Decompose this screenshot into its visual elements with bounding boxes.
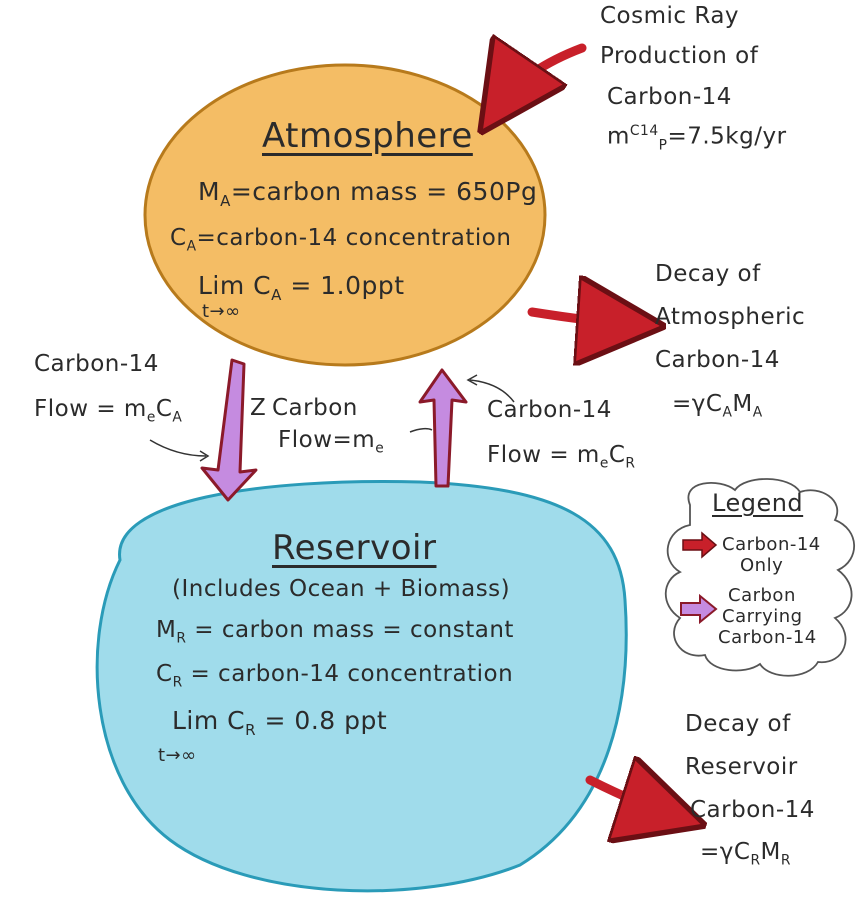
reservoir-concentration: CR = carbon-14 concentration	[156, 661, 514, 691]
res-decay-line3: Carbon-14	[690, 797, 815, 823]
reservoir-blob	[95, 480, 628, 893]
legend-cloud	[664, 478, 856, 677]
atmospheric-decay-arrow	[527, 312, 630, 324]
atm-decay-line2: Atmospheric	[655, 304, 806, 330]
up-carbon-flow-arrow	[418, 368, 468, 488]
reservoir-decay-arrow	[585, 780, 672, 815]
right-flow-pointer	[469, 379, 515, 403]
res-decay-line2: Reservoir	[685, 754, 798, 780]
res-decay-line1: Decay of	[685, 711, 791, 737]
atmosphere-concentration: CA=carbon-14 concentration	[170, 225, 512, 255]
reservoir-carbon-mass: MR = carbon mass = constant	[156, 617, 514, 647]
atmosphere-blob	[143, 63, 547, 367]
legend-item1-line1: Carbon-14	[722, 534, 821, 555]
legend-item1-line2: Only	[740, 555, 784, 576]
reservoir-subtitle: (Includes Ocean + Biomass)	[172, 576, 511, 602]
legend-title: Legend	[712, 489, 804, 517]
legend-red-arrow-icon	[682, 531, 718, 559]
cosmic-ray-line3: Carbon-14	[607, 84, 732, 110]
cosmic-ray-line1: Cosmic Ray	[600, 3, 740, 29]
left-flow-pointer	[149, 439, 207, 457]
atmosphere-carbon-mass: MA=carbon mass = 650Pg	[198, 177, 538, 210]
res-decay-formula: =γCRMR	[700, 839, 791, 869]
atm-decay-line3: Carbon-14	[655, 347, 780, 373]
atmosphere-limit: Lim CA = 1.0ppt	[198, 271, 405, 304]
mid-flow-formula: Flow=me	[278, 427, 385, 457]
right-flow-line1: Carbon-14	[487, 397, 612, 423]
left-flow-line1: Carbon-14	[34, 351, 159, 377]
reservoir-limit-subscript: t→∞	[158, 745, 197, 766]
cosmic-ray-arrow	[500, 48, 587, 104]
cosmic-ray-production-rate: mC14P=7.5kg/yr	[607, 123, 787, 154]
cosmic-ray-line2: Production of	[600, 43, 759, 69]
down-carbon-flow-arrow	[200, 358, 258, 502]
legend-item2-line1: Carbon	[728, 585, 796, 606]
left-flow-formula: Flow = meCA	[34, 396, 183, 426]
atmosphere-title: Atmosphere	[262, 116, 473, 156]
mid-flow-pointer	[409, 427, 433, 433]
atmosphere-limit-subscript: t→∞	[202, 301, 241, 322]
right-flow-formula: Flow = meCR	[487, 442, 636, 472]
legend-purple-arrow-icon	[680, 593, 718, 625]
atm-decay-line1: Decay of	[655, 261, 761, 287]
atm-decay-formula: =γCAMA	[672, 391, 763, 421]
reservoir-limit: Lim CR = 0.8 ppt	[172, 706, 388, 739]
reservoir-title: Reservoir	[272, 528, 437, 568]
legend-item2-line2: Carrying	[722, 606, 803, 627]
legend-item2-line3: Carbon-14	[718, 627, 817, 648]
